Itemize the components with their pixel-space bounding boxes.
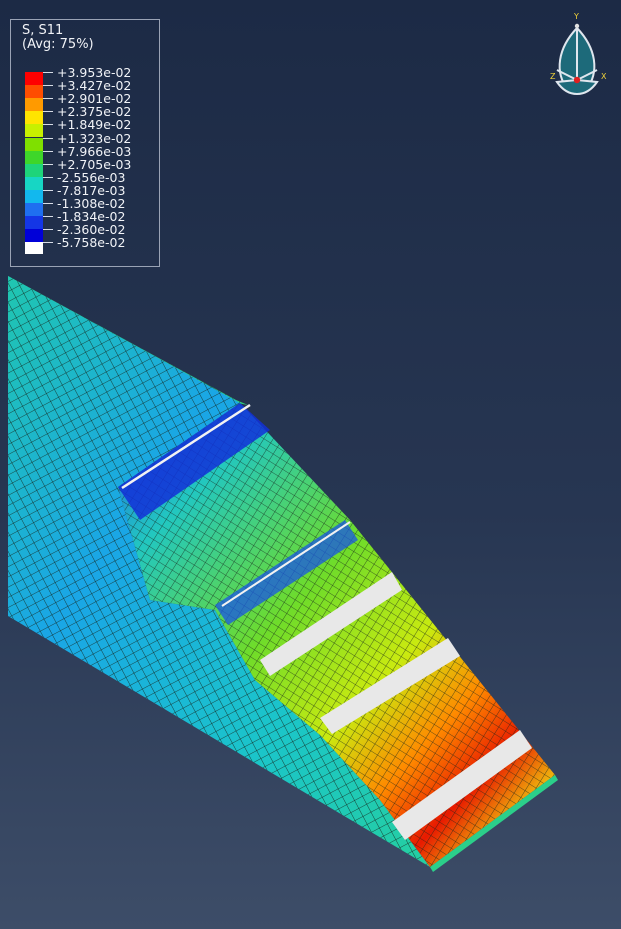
legend-subtitle: (Avg: 75%) [22, 37, 94, 52]
legend-swatch [25, 242, 43, 255]
legend-tick [43, 216, 53, 218]
triad-y-label: Y [573, 12, 579, 21]
legend-tick [43, 111, 53, 113]
legend-label: +2.901e-02 [57, 91, 132, 107]
legend-swatch [25, 111, 43, 125]
legend-label: +2.375e-02 [57, 104, 132, 120]
triad-z-label: Z [550, 72, 556, 81]
legend-label: +7.966e-03 [57, 143, 132, 159]
model-sloped-face-mesh [118, 403, 555, 867]
legend-tick [43, 124, 53, 126]
legend-tick [43, 72, 53, 73]
legend-tick [43, 85, 53, 87]
legend-swatch [25, 176, 43, 190]
axis-triad: Y Z X [550, 12, 607, 95]
triad-x-label: X [601, 72, 607, 81]
legend-tick [43, 137, 53, 139]
legend-swatch [25, 150, 43, 164]
legend-tick [43, 176, 53, 178]
legend-label: +3.953e-02 [57, 65, 132, 80]
legend-tick [43, 98, 53, 100]
legend-title: S, S11 [22, 23, 64, 38]
legend-swatch [25, 98, 43, 112]
legend-swatch [25, 189, 43, 203]
white-rib-1 [260, 572, 402, 676]
legend-swatch [25, 72, 43, 86]
legend-tick [43, 150, 53, 152]
legend-label: -1.834e-02 [57, 209, 126, 225]
model-end-face [430, 775, 558, 872]
model-side-face-mesh [8, 276, 430, 867]
legend-tick [43, 203, 53, 204]
legend-swatch [25, 85, 43, 99]
legend-tick [43, 242, 53, 244]
legend-tick [43, 163, 53, 165]
legend-swatch [25, 163, 43, 177]
model-geometry [8, 276, 558, 872]
legend-swatch [25, 137, 43, 151]
groove-band-1 [118, 403, 270, 520]
white-rib-3 [392, 730, 532, 840]
legend-tick [43, 189, 53, 191]
legend-label: +1.323e-02 [57, 130, 132, 146]
legend-label: -2.360e-02 [57, 222, 126, 238]
legend-swatch [25, 229, 43, 243]
legend-tick [43, 229, 53, 231]
legend-label: -5.758e-02 [57, 235, 126, 251]
groove-band-2 [215, 520, 358, 625]
contour-legend: S, S11 (Avg: 75%) +3.953e-02+3.427e-02+2… [10, 19, 160, 267]
legend-label: -2.556e-03 [57, 169, 126, 185]
legend-label: +1.849e-02 [57, 117, 132, 133]
white-rib-2 [320, 638, 460, 734]
legend-swatch [25, 203, 43, 217]
legend-swatch [25, 216, 43, 230]
legend-swatch [25, 124, 43, 138]
legend-label: -7.817e-03 [57, 182, 126, 198]
legend-label: +3.427e-02 [57, 78, 132, 94]
legend-label: +2.705e-03 [57, 156, 132, 172]
legend-label: -1.308e-02 [57, 196, 126, 211]
thin-rib-1 [121, 403, 251, 490]
thin-rib-2 [221, 521, 351, 607]
